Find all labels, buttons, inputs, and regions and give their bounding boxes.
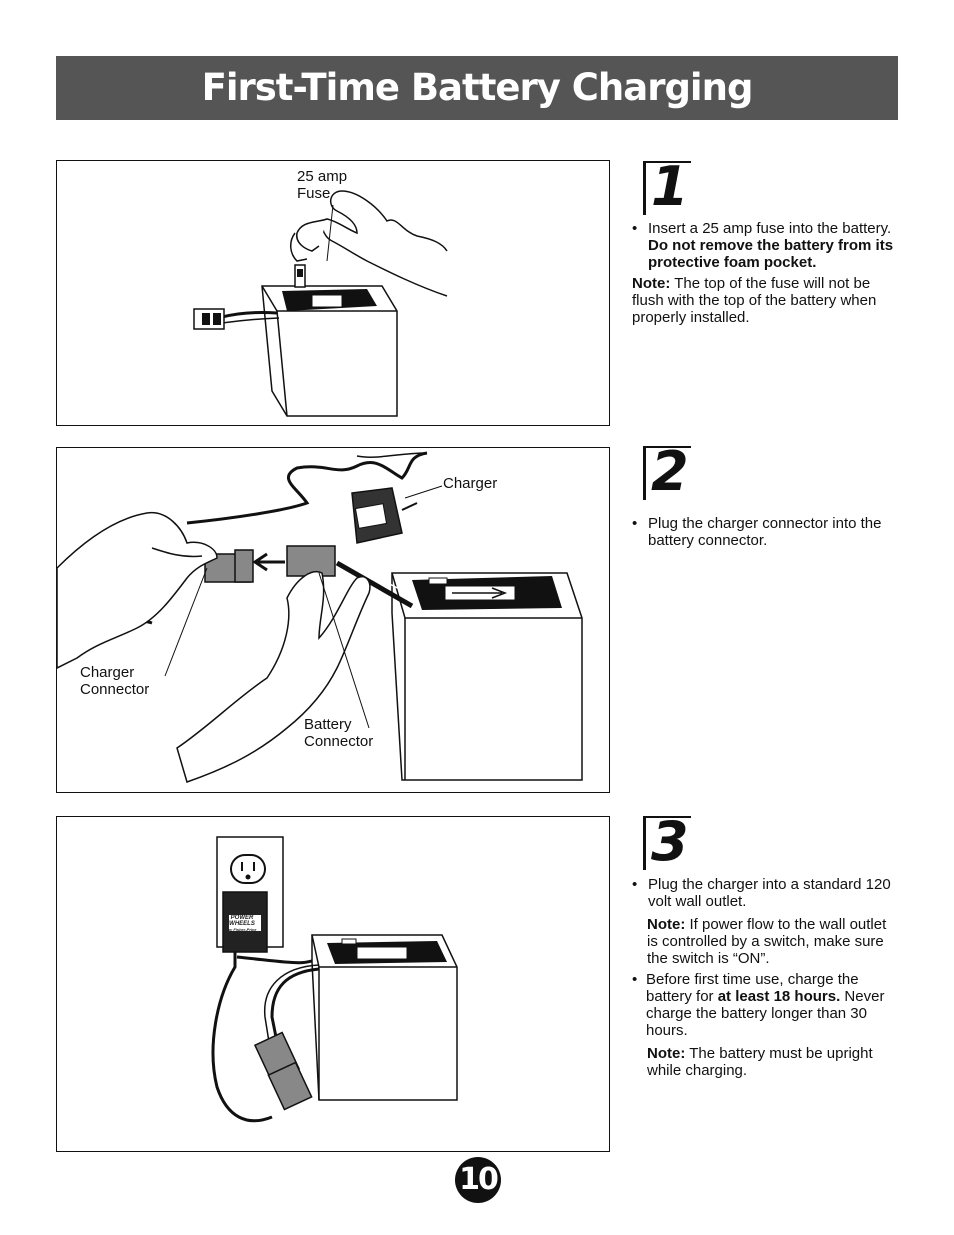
step-1-number: 1: [643, 155, 703, 218]
step-number-rule-top: [643, 161, 691, 163]
step-3-note-1-text: If power flow to the wall outlet is cont…: [647, 916, 887, 967]
charger-label: Charger: [443, 475, 498, 492]
bullet-dot: •: [632, 220, 638, 237]
step-3-bullet-2-text: Before first time use, charge the batter…: [646, 971, 859, 1005]
step-3-bullet-1: • Plug the charger into a standard 120 v…: [632, 876, 900, 910]
step-3-bullet-2-text-after: Never charge the battery longer than 30 …: [646, 988, 885, 1039]
step-1-number-text: 1: [651, 155, 689, 218]
step-number-rule-top: [643, 446, 691, 448]
note-label: Note:: [632, 275, 671, 292]
step-number-rule: [643, 816, 646, 870]
step-1-illustration: 25 amp Fuse: [56, 160, 610, 426]
step-number-rule: [643, 161, 646, 215]
step-2-bullet: • Plug the charger connector into the ba…: [632, 515, 900, 549]
bullet-dot: •: [632, 876, 638, 893]
note-label: Note:: [647, 1045, 686, 1062]
step-1-bullet-bold: Do not remove the battery from its prote…: [648, 237, 894, 271]
step-2-illustration: Charger Charger Connector Battery Connec…: [56, 447, 610, 793]
charger-logo-line3: by Fisher-Price: [227, 927, 257, 932]
step-3-bullet-1-text: Plug the charger into a standard 120 vol…: [648, 876, 891, 910]
step-3-illustration: POWER WHEELS by Fisher-Price: [56, 816, 610, 1152]
charger-logo-line1: POWER: [230, 915, 254, 921]
charger-logo: POWER WHEELS by Fisher-Price: [226, 915, 258, 932]
step-2-number-text: 2: [651, 440, 689, 503]
step-1-bullet: • Insert a 25 amp fuse into the battery.…: [632, 220, 900, 271]
charger-connector-label-line1: Charger: [80, 664, 135, 681]
bullet-dot: •: [632, 971, 638, 988]
charger-connector-label-line2: Connector: [80, 681, 150, 698]
note-label: Note:: [647, 916, 686, 933]
step-2-number: 2: [643, 440, 703, 503]
step-3-number: 3: [643, 810, 703, 873]
wall-outlet-drawing: [211, 836, 458, 1123]
step-number-rule-top: [643, 816, 691, 818]
fuse-label-line1: 25 amp: [297, 168, 348, 185]
charger-connector-label: Charger Connector: [80, 664, 149, 698]
step-2-bullet-text: Plug the charger connector into the batt…: [648, 515, 882, 549]
title-bar: First-Time Battery Charging: [56, 56, 898, 120]
step-1-bullet-text: Insert a 25 amp fuse into the battery.: [648, 220, 892, 237]
battery-connector-label-line2: Connector: [304, 733, 374, 750]
fuse-insertion-drawing: [193, 190, 448, 417]
step-3-note-1: Note: If power flow to the wall outlet i…: [632, 916, 900, 967]
page-title: First-Time Battery Charging: [201, 66, 754, 109]
step-1-note: Note: The top of the fuse will not be fl…: [632, 275, 900, 326]
step-3-note-2: Note: The battery must be upright while …: [632, 1045, 900, 1079]
fuse-label: 25 amp Fuse: [297, 168, 347, 202]
step-3-bullet-2: • Before first time use, charge the batt…: [632, 971, 900, 1039]
step-2-instructions: • Plug the charger connector into the ba…: [632, 515, 900, 553]
step-3-note-2-text: The battery must be upright while chargi…: [647, 1045, 873, 1079]
fuse-label-line2: Fuse: [297, 185, 331, 202]
battery-connector-label: Battery Connector: [304, 716, 373, 750]
step-1-note-text: The top of the fuse will not be flush wi…: [632, 275, 877, 326]
step-number-rule: [643, 446, 646, 500]
page-number: 10: [455, 1157, 501, 1203]
step-3-bullet-2-bold: at least 18 hours.: [717, 988, 841, 1005]
step-3-number-text: 3: [651, 810, 689, 873]
step-1-instructions: • Insert a 25 amp fuse into the battery.…: [632, 220, 900, 330]
charger-logo-line2: WHEELS: [229, 921, 255, 927]
connector-drawing: [57, 451, 583, 783]
step-3-instructions: • Plug the charger into a standard 120 v…: [632, 876, 900, 1083]
battery-connector-label-line1: Battery: [304, 716, 352, 733]
bullet-dot: •: [632, 515, 638, 532]
